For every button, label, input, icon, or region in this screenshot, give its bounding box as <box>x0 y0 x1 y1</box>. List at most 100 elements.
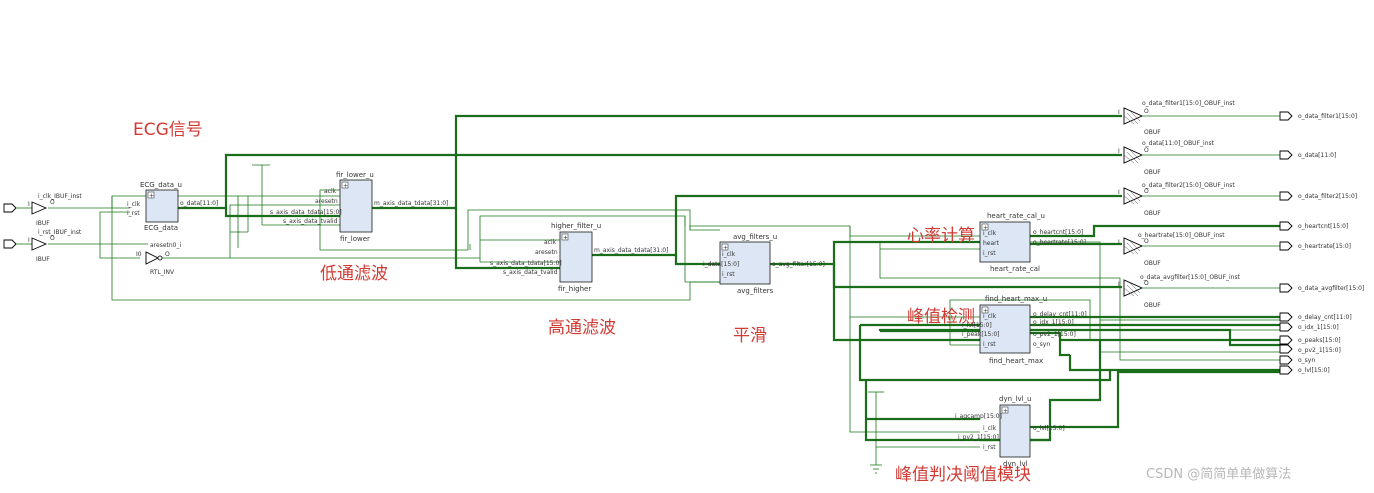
obuf3-inst-label: o_data_filter2[15:0]_OBUF_inst <box>1142 182 1235 189</box>
rst-ibuf-pin-o: O <box>50 235 55 242</box>
svg-text:+: + <box>983 225 988 232</box>
avg-filters-pin-clk: i_clk <box>722 251 736 258</box>
inverter-bubble <box>157 255 163 261</box>
obuf2-type-label: OBUF <box>1144 169 1161 176</box>
svg-text:+: + <box>983 308 988 315</box>
find-heart-max-pin-peak: i_peak[15:0] <box>962 331 999 338</box>
dyn-lvl-pin-agcamp: i_agcamp[15:0] <box>955 413 1002 420</box>
block-ecg-data[interactable]: + ECG_data_u ECG_data i_clk i_rst o_data… <box>127 181 218 232</box>
heart-rate-cal-box <box>979 221 1031 263</box>
rst-ibuf-type-label: IBUF <box>36 256 50 263</box>
output-label-idx: o_idx_1[15:0] <box>1298 324 1339 331</box>
watermark: CSDN @简简单单做算法 <box>1146 466 1291 482</box>
annotation-lowpass: 低通滤波 <box>320 264 388 284</box>
thin-wires <box>48 164 1280 474</box>
ecg-data-pin-rst: i_rst <box>127 210 140 217</box>
obuf-data-filter1[interactable]: o_data_filter1[15:0]_OBUF_inst OBUF O I <box>1118 100 1280 136</box>
obuf-data[interactable]: o_data[11:0]_OBUF_inst OBUF O I <box>1118 140 1280 176</box>
input-rst: i_rst_IBUF_inst IBUF I O <box>3 229 82 263</box>
find-heart-max-pin-pv2: o_pv2_1[15:0] <box>1033 331 1076 338</box>
output-port-data[interactable]: o_data[11:0] <box>1279 150 1336 160</box>
output-port-delay-cnt[interactable]: o_delay_cnt[11:0] <box>1279 312 1352 322</box>
block-heart-rate-cal[interactable]: + heart_rate_cal_u heart_rate_cal i_clk … <box>979 212 1086 273</box>
output-port-idx[interactable]: o_idx_1[15:0] <box>1279 322 1339 332</box>
output-port-peaks[interactable]: o_peaks[15:0] <box>1279 335 1341 345</box>
fir-lower-inst-label: fir_lower_u <box>336 171 374 179</box>
rst-ibuf-inst-label: i_rst_IBUF_inst <box>38 229 82 236</box>
block-avg-filters[interactable]: + avg_filters_u avg_filters i_clk i_data… <box>703 233 825 295</box>
find-heart-max-type-label: find_heart_max <box>989 357 1043 365</box>
rst-ibuf-pin-i: I <box>28 237 30 244</box>
output-port-lvl[interactable]: o_lvl[15:0] <box>1279 365 1330 375</box>
dyn-lvl-pin-out: o_lvl[15:0] <box>1033 425 1065 432</box>
avg-filters-type-label: avg_filters <box>737 287 774 295</box>
fir-lower-box <box>339 179 373 233</box>
obuf5-pin-i: I <box>1118 281 1120 288</box>
obuf-data-avgfilter[interactable]: o_data_avgfilter[15:0]_OBUF_inst OBUF O … <box>1118 274 1280 309</box>
svg-text:+: + <box>343 183 348 190</box>
find-heart-max-pin-delay: o_delay_cnt[11:0] <box>1033 311 1087 318</box>
obuf-heartrate[interactable]: o_heartrate[15:0]_OBUF_inst OBUF O I <box>1118 232 1280 267</box>
rtl-inverter: aresetn0_i RTL_INV I0 O <box>136 242 181 276</box>
block-find-heart-max[interactable]: + find_heart_max_u find_heart_max i_clk … <box>962 295 1087 365</box>
output-label-data-avgfilter: o_data_avgfilter[15:0] <box>1298 285 1364 292</box>
clk-input-port[interactable] <box>3 203 17 213</box>
block-dyn-lvl[interactable]: + dyn_lvl_u dyn_lvl i_agcamp[15:0] i_clk… <box>955 395 1065 468</box>
find-heart-max-pin-lvl: i_lvl[15:0] <box>962 322 992 329</box>
output-port-heartcnt[interactable]: o_heartcnt[15:0] <box>1279 221 1348 231</box>
obuf4-inst-label: o_heartrate[15:0]_OBUF_inst <box>1138 232 1225 239</box>
output-label-peaks: o_peaks[15:0] <box>1298 337 1341 344</box>
output-label-delay-cnt: o_delay_cnt[11:0] <box>1298 314 1352 321</box>
avg-filters-pin-out: o_avg_filter[15:0] <box>772 261 825 268</box>
svg-text:+: + <box>563 235 568 242</box>
ecg-data-pin-out: o_data[11:0] <box>180 200 218 207</box>
obuf3-pin-i: I <box>1118 189 1120 196</box>
svg-text:+: + <box>149 193 154 200</box>
find-heart-max-inst-label: find_heart_max_u <box>985 295 1047 303</box>
obuf1-pin-i: I <box>1118 109 1120 116</box>
annotations: ECG信号 低通滤波 高通滤波 平滑 心率计算 峰值检测 峰值判决阈值模块 <box>133 120 1031 485</box>
fir-higher-box <box>559 231 593 283</box>
output-port-pv2[interactable]: o_pv2_1[15:0] <box>1279 344 1341 354</box>
fir-higher-pin-aresetn: aresetn <box>535 249 558 256</box>
block-fir-higher[interactable]: + higher_filter_u fir_higher aclk areset… <box>490 222 668 293</box>
output-port-data-avgfilter[interactable]: o_data_avgfilter[15:0] <box>1279 283 1364 293</box>
output-label-data-filter2: o_data_filter2[15:0] <box>1298 193 1357 200</box>
obuf2-pin-i: I <box>1118 148 1120 155</box>
inverter-pin-o: O <box>165 251 170 258</box>
output-port-data-filter2[interactable]: o_data_filter2[15:0] <box>1279 191 1357 201</box>
rst-ibuf-symbol <box>31 237 48 251</box>
obuf-data-filter2[interactable]: o_data_filter2[15:0]_OBUF_inst OBUF O I <box>1118 182 1280 217</box>
avg-filters-box <box>719 241 771 285</box>
ecg-data-inst-label: ECG_data_u <box>140 181 182 189</box>
fir-higher-type-label: fir_higher <box>558 285 591 293</box>
output-port-data-filter1[interactable]: o_data_filter1[15:0] <box>1279 111 1357 121</box>
avg-filters-pin-rst: i_rst <box>722 271 735 278</box>
obuf4-pin-o: O <box>1144 238 1149 245</box>
heart-rate-cal-pin-heartcnt: o_heartcnt[15:0] <box>1033 229 1083 236</box>
output-label-heartrate: o_heartrate[15:0] <box>1298 243 1351 250</box>
find-heart-max-pin-idx: o_idx_1[15:0] <box>1033 319 1074 326</box>
fir-lower-type-label: fir_lower <box>340 235 370 243</box>
heart-rate-cal-pin-clk: i_clk <box>983 230 997 237</box>
find-heart-max-box <box>979 304 1031 354</box>
ecg-data-pin-clk: i_clk <box>127 201 141 208</box>
fir-lower-pin-aclk: aclk <box>324 188 337 195</box>
svg-text:+: + <box>1003 408 1008 415</box>
annotation-highpass: 高通滤波 <box>548 318 616 338</box>
bus-wires <box>178 114 1280 442</box>
obuf5-inst-label: o_data_avgfilter[15:0]_OBUF_inst <box>1140 274 1241 281</box>
fir-lower-pin-out: m_axis_data_tdata[31:0] <box>374 200 448 207</box>
output-port-syn[interactable]: o_syn <box>1279 355 1315 365</box>
output-port-heartrate[interactable]: o_heartrate[15:0] <box>1279 241 1351 251</box>
heart-rate-cal-pin-rst: i_rst <box>983 250 996 257</box>
dyn-lvl-inst-label: dyn_lvl_u <box>999 395 1032 403</box>
fir-lower-pin-aresetn: aresetn <box>315 198 338 205</box>
output-label-data: o_data[11:0] <box>1298 152 1336 159</box>
heart-rate-cal-type-label: heart_rate_cal <box>990 265 1040 273</box>
dyn-lvl-pin-clk: i_clk <box>983 425 997 432</box>
block-fir-lower[interactable]: + fir_lower_u fir_lower aclk aresetn s_a… <box>270 171 448 243</box>
inverter-type-label: RTL_INV <box>150 269 175 276</box>
output-ports: o_data_filter1[15:0] o_data[11:0] o_data… <box>1279 111 1364 375</box>
rst-input-port[interactable] <box>3 239 17 249</box>
